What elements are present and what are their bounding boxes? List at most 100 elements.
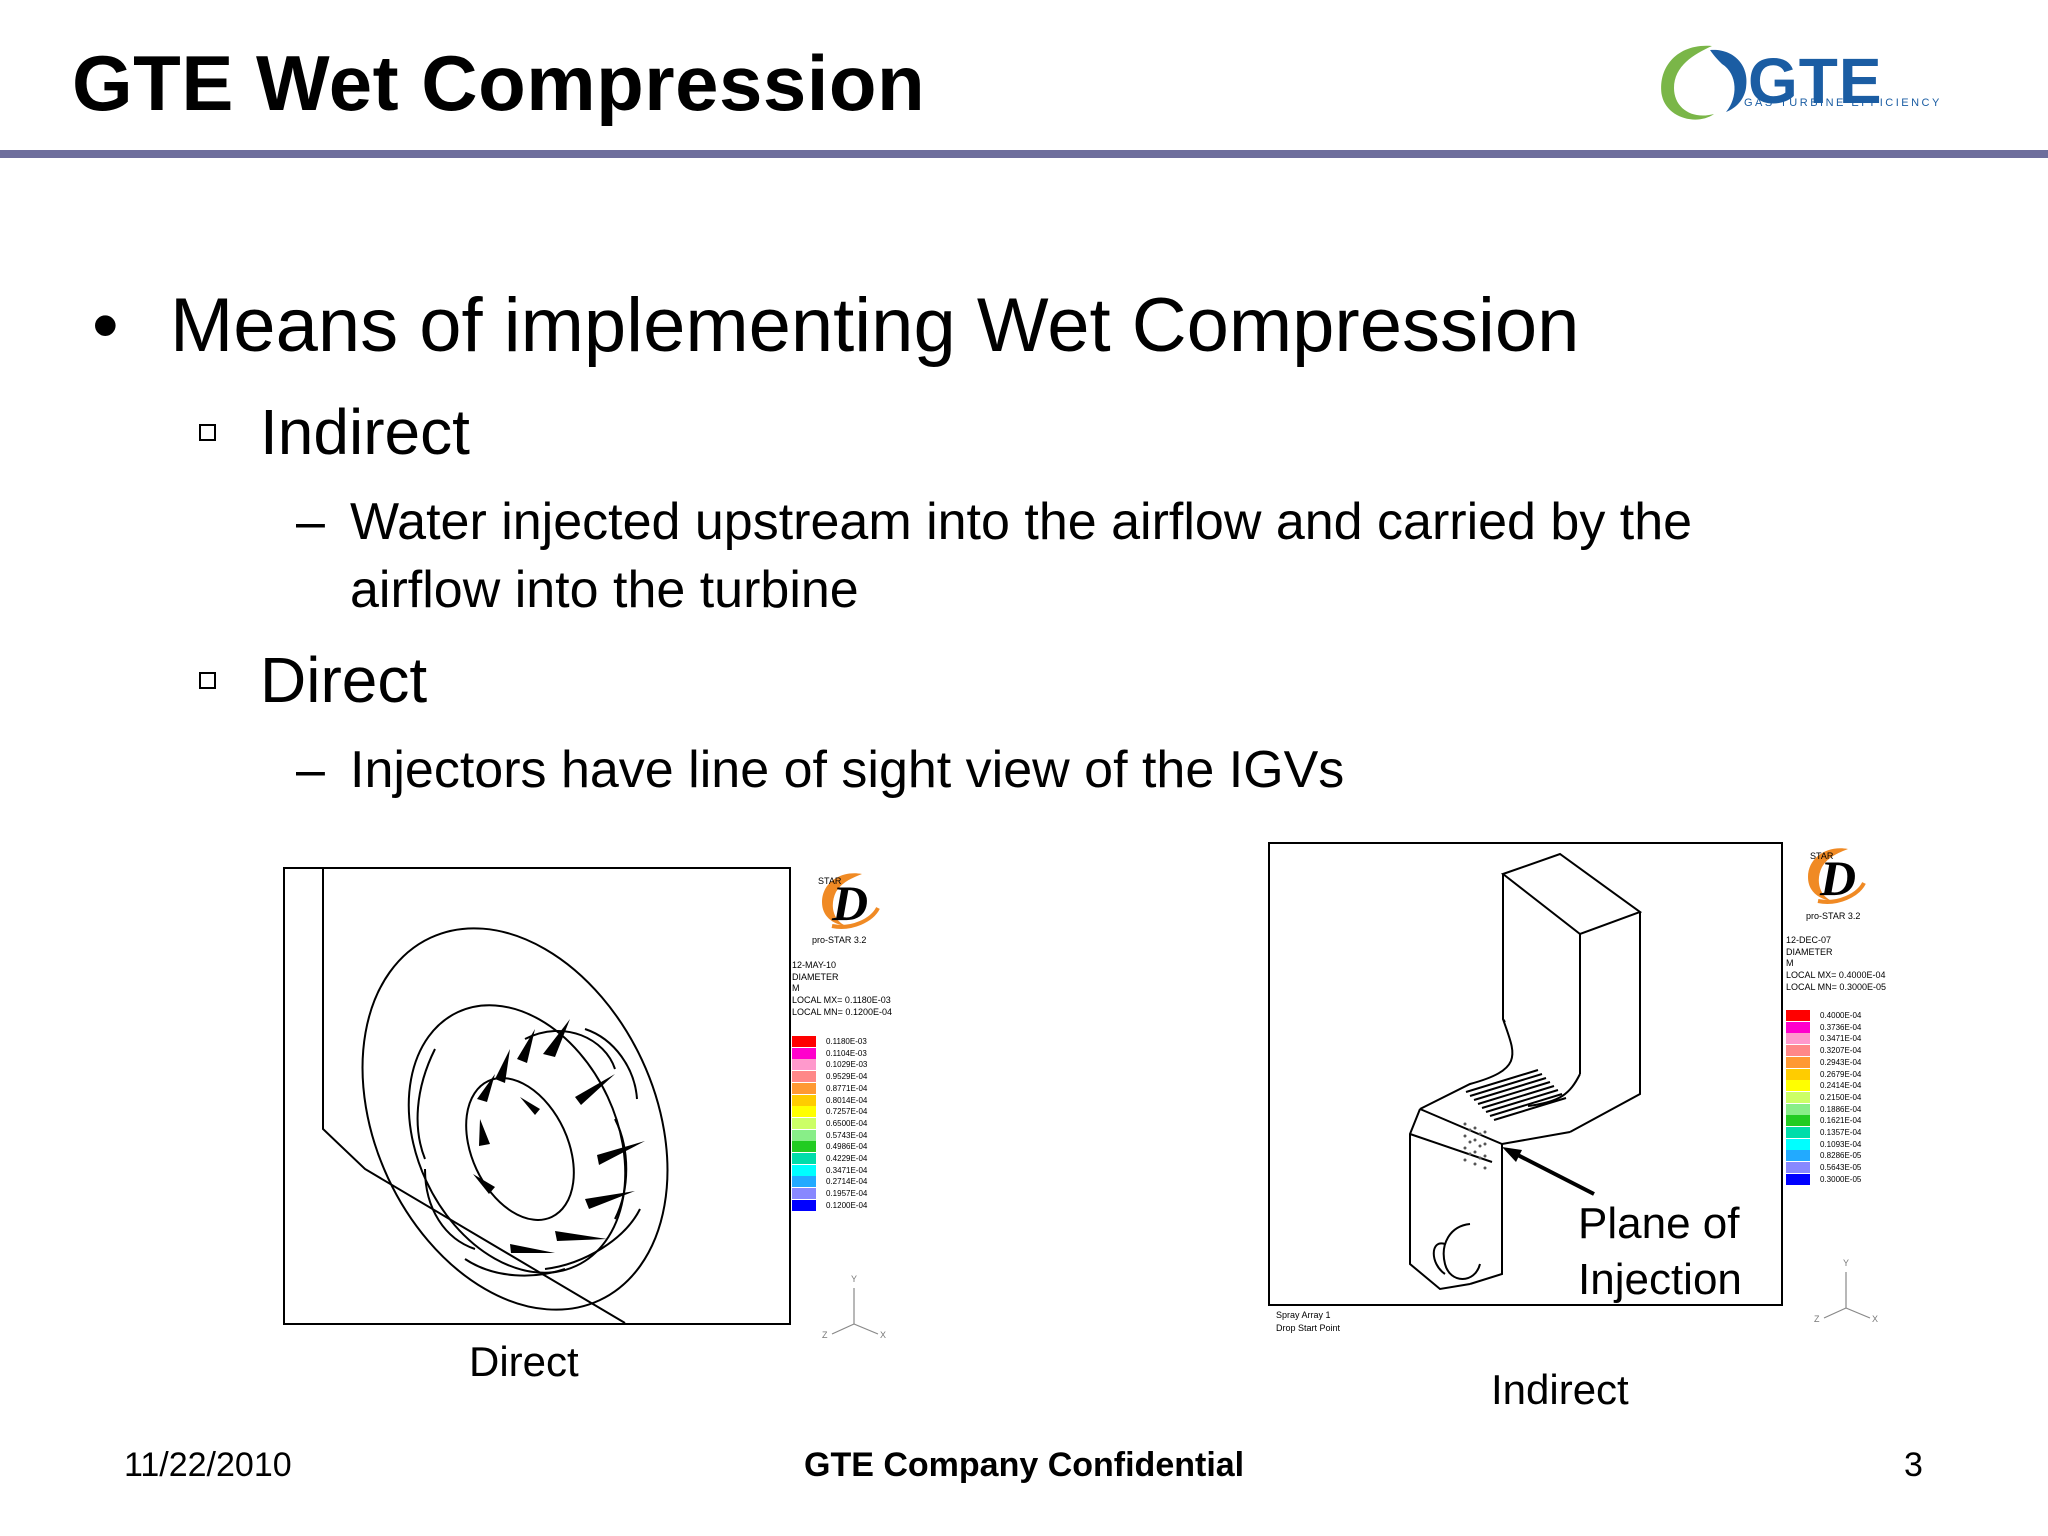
info-line: 12-MAY-10: [792, 960, 837, 970]
plane-of-injection-label: Plane of Injection: [1578, 1196, 1742, 1308]
legend-entry: 0.3471E-04: [792, 1164, 912, 1177]
dash-mark: –: [296, 493, 325, 551]
legend-entry: 0.3207E-04: [1786, 1045, 1906, 1057]
info-line: LOCAL MX= 0.4000E-04: [1786, 970, 1886, 981]
caption-indirect: Indirect: [1491, 1366, 1629, 1413]
direct-nozzle-drawing: [322, 869, 669, 1324]
legend-value: 0.2414E-04: [1820, 1081, 1862, 1091]
bullet-dot-icon: •: [92, 283, 119, 368]
legend-swatch: [1786, 1162, 1810, 1174]
left-info-block: 12-MAY-10 DIAMETER M LOCAL MX= 0.1180E-0…: [792, 960, 892, 1019]
star-cd-swoosh-icon: [1808, 848, 1866, 904]
legend-entry: 0.1104E-03: [792, 1047, 912, 1060]
legend-value: 0.1200E-04: [826, 1200, 868, 1210]
legend-value: 0.3471E-04: [1820, 1034, 1862, 1044]
legend-value: 0.2150E-04: [1820, 1092, 1862, 1102]
legend-value: 0.3471E-04: [826, 1165, 868, 1175]
legend-entry: 0.8014E-04: [792, 1094, 912, 1107]
legend-swatch: [1786, 1138, 1810, 1150]
legend-entry: 0.2714E-04: [792, 1176, 912, 1188]
legend-swatch: [792, 1199, 816, 1211]
legend-value: 0.4986E-04: [826, 1142, 868, 1152]
legend-value: 0.9529E-04: [826, 1072, 868, 1082]
logo-swirl-icon: [1661, 45, 1747, 120]
star-label: STAR: [818, 876, 842, 886]
version-label: pro-STAR 3.2: [1806, 911, 1861, 921]
footer-confidential: GTE Company Confidential: [804, 1446, 1245, 1484]
legend-swatch: [1786, 1115, 1810, 1127]
right-info-block: 12-DEC-07 DIAMETER M LOCAL MX= 0.4000E-0…: [1786, 935, 1886, 994]
star-cd-logo-left: STAR D: [812, 868, 882, 936]
legend-entry: 0.1886E-04: [1786, 1103, 1906, 1116]
legend-value: 0.1957E-04: [826, 1189, 868, 1199]
info-line: LOCAL MN= 0.1200E-04: [792, 1006, 892, 1017]
legend-entry: 0.2414E-04: [1786, 1080, 1906, 1092]
legend-entry: 0.1957E-04: [792, 1188, 912, 1200]
page-number: 3: [1904, 1446, 1923, 1484]
legend-swatch: [792, 1071, 816, 1083]
legend-entry: 0.2943E-04: [1786, 1056, 1906, 1069]
info-line: M: [1786, 958, 1794, 969]
version-label: pro-STAR 3.2: [812, 935, 867, 945]
legend-swatch: [792, 1176, 816, 1188]
legend-swatch: [792, 1117, 816, 1129]
annotation-line: Injection: [1578, 1255, 1742, 1304]
legend-entry: 0.4229E-04: [792, 1153, 912, 1165]
info-line: DIAMETER: [1786, 946, 1833, 957]
legend-swatch: [1786, 1033, 1810, 1045]
legend-swatch: [792, 1141, 816, 1153]
legend-entry: 0.2679E-04: [1786, 1068, 1906, 1081]
info-line: LOCAL MX= 0.1180E-03: [792, 995, 891, 1006]
dash-mark: –: [296, 741, 325, 799]
legend-value: 0.3000E-05: [1820, 1174, 1862, 1184]
legend-value: 0.8286E-05: [1820, 1151, 1862, 1161]
legend-entry: 0.3736E-04: [1786, 1021, 1906, 1034]
legend-swatch: [1786, 1021, 1810, 1033]
bullet-indirect: Indirect: [260, 396, 470, 468]
direct-detail: Injectors have line of sight view of the…: [350, 741, 1345, 799]
legend-swatch: [1786, 1103, 1810, 1115]
legend-entry: 0.8771E-04: [792, 1082, 912, 1095]
axis-z-label: Z: [822, 1330, 828, 1340]
legend-value: 0.6500E-04: [826, 1118, 868, 1128]
axis-triad-right: Y Z X: [1812, 1258, 1882, 1332]
axis-y-label: Y: [851, 1274, 858, 1284]
legend-entry: 0.1093E-04: [1786, 1138, 1906, 1151]
legend-swatch: [792, 1164, 816, 1176]
square-bullet-icon: [199, 672, 216, 689]
indirect-detail-line1: Water injected upstream into the airflow…: [350, 493, 1693, 551]
annotation-line: Plane of: [1578, 1199, 1740, 1248]
legend-value: 0.1621E-04: [1820, 1116, 1862, 1126]
axis-z-label: Z: [1814, 1314, 1820, 1324]
gte-logo: [1652, 38, 1932, 128]
legend-swatch: [1786, 1056, 1810, 1068]
legend-value: 0.1104E-03: [826, 1048, 867, 1058]
info-line: DIAMETER: [792, 971, 839, 982]
star-label: STAR: [1810, 851, 1834, 861]
legend-swatch: [792, 1129, 816, 1141]
axis-triad-icon: [831, 1288, 879, 1335]
legend-value: 0.4229E-04: [826, 1154, 868, 1163]
legend-swatch: [1786, 1080, 1810, 1092]
legend-value: 0.1029E-03: [826, 1060, 868, 1070]
legend-entry: 0.5643E-05: [1786, 1162, 1906, 1174]
info-line: 12-DEC-07: [1786, 935, 1832, 945]
legend-swatch: [792, 1082, 816, 1094]
legend-swatch: [792, 1153, 816, 1164]
legend-entry: 0.1180E-03: [792, 1036, 912, 1048]
legend-value: 0.1886E-04: [1820, 1104, 1862, 1114]
star-cd-swoosh-icon: [822, 873, 880, 929]
legend-entry: 0.7257E-04: [792, 1106, 912, 1118]
legend-swatch: [1786, 1010, 1810, 1021]
legend-swatch: [1786, 1091, 1810, 1103]
legend-swatch: [792, 1094, 816, 1106]
legend-value: 0.5643E-05: [1820, 1163, 1862, 1173]
legend-swatch: [792, 1059, 816, 1071]
legend-swatch: [1786, 1150, 1810, 1162]
legend-value: 0.1180E-03: [826, 1037, 867, 1046]
indirect-detail-line2: airflow into the turbine: [350, 561, 859, 619]
legend-value: 0.2679E-04: [1820, 1069, 1862, 1079]
title-rule: [0, 150, 2048, 158]
logo-wordmark: GTE: [1748, 45, 1883, 117]
